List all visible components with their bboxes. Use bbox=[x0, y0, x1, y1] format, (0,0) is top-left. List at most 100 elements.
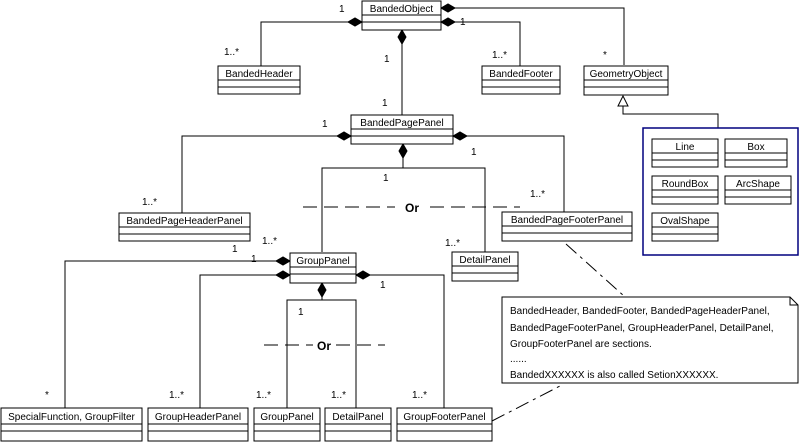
or-label-top: Or bbox=[405, 201, 419, 215]
note-line-4: ...... bbox=[510, 354, 527, 365]
class-special-function[interactable]: SpecialFunction, GroupFilter bbox=[0, 407, 143, 442]
class-name: SpecialFunction, GroupFilter bbox=[8, 412, 135, 423]
multiplicity: 1..* bbox=[530, 189, 545, 200]
class-name: GroupFooterPanel bbox=[403, 412, 485, 423]
class-group-panel[interactable]: GroupPanel bbox=[289, 252, 357, 284]
class-name: BandedObject bbox=[370, 4, 434, 15]
diamond-bpp-footer bbox=[451, 131, 469, 141]
multiplicity: * bbox=[603, 50, 607, 61]
multiplicity: 1 bbox=[383, 173, 389, 184]
multiplicity: 1 bbox=[384, 54, 390, 65]
class-detail-panel-bottom[interactable]: DetailPanel bbox=[324, 407, 392, 442]
note-line-3: GroupFooterPanel are sections. bbox=[510, 339, 652, 350]
class-name: GroupHeaderPanel bbox=[155, 412, 241, 423]
class-name: BandedPageFooterPanel bbox=[511, 215, 623, 226]
class-name: GeometryObject bbox=[590, 69, 663, 80]
class-roundbox[interactable]: RoundBox bbox=[651, 175, 719, 205]
link-bandedobject-bandedfooter bbox=[441, 21, 521, 66]
class-name: DetailPanel bbox=[459, 255, 510, 266]
class-name: GroupPanel bbox=[260, 412, 313, 423]
class-group-footer-panel[interactable]: GroupFooterPanel bbox=[396, 407, 493, 442]
note-connectors bbox=[491, 243, 625, 422]
multiplicity: 1..* bbox=[331, 390, 346, 401]
link-gp-footer bbox=[356, 274, 445, 408]
multiplicity: 1..* bbox=[492, 50, 507, 61]
multiplicity: 1..* bbox=[224, 47, 239, 58]
class-arcshape[interactable]: ArcShape bbox=[724, 175, 792, 205]
or-label-bottom: Or bbox=[317, 339, 331, 353]
geometry-shapes-group: Line Box RoundBox ArcShape OvalShape bbox=[642, 127, 799, 256]
class-name: Line bbox=[676, 142, 695, 153]
multiplicity: 1 bbox=[251, 254, 257, 265]
multiplicity: 1 bbox=[298, 307, 304, 318]
diamond-bpp-header bbox=[335, 131, 353, 141]
multiplicity: * bbox=[45, 390, 49, 401]
link-gp-special bbox=[64, 260, 290, 408]
class-banded-page-header-panel[interactable]: BandedPageHeaderPanel bbox=[118, 212, 251, 242]
class-name: BandedPagePanel bbox=[360, 118, 443, 129]
class-banded-page-panel[interactable]: BandedPagePanel bbox=[350, 114, 454, 145]
multiplicity: 1 bbox=[322, 119, 328, 130]
class-name: BandedFooter bbox=[489, 69, 553, 80]
multiplicity: 1 bbox=[339, 4, 345, 15]
multiplicities: 1 1..* 1 1..* * 1 1 1 1..* 1 1..* 1 1..*… bbox=[45, 4, 607, 401]
class-detail-panel-top[interactable]: DetailPanel bbox=[451, 251, 519, 282]
note-fold bbox=[789, 297, 798, 306]
diamond-bo-header bbox=[346, 17, 364, 27]
diamond-gp-special bbox=[274, 256, 292, 266]
note-link-bpfooter bbox=[565, 243, 625, 297]
diamond-bpp-down bbox=[398, 142, 408, 160]
diamond-gp-down bbox=[317, 281, 327, 299]
multiplicity: 1 bbox=[380, 280, 386, 291]
generalization-geometry-shapes bbox=[622, 106, 719, 128]
multiplicity: 1 bbox=[382, 98, 388, 109]
multiplicity: 1..* bbox=[142, 197, 157, 208]
class-group-panel-child[interactable]: GroupPanel bbox=[253, 407, 321, 442]
multiplicity: 1 bbox=[460, 17, 466, 28]
multiplicity: 1 bbox=[232, 244, 238, 255]
diamond-gp-header bbox=[274, 270, 292, 280]
link-bandedobject-geometryobject bbox=[441, 7, 625, 65]
link-gp-header bbox=[199, 274, 290, 408]
diamond-bo-footer bbox=[439, 17, 457, 27]
link-bpp-bpfooter bbox=[453, 135, 565, 212]
diamond-bo-bpp bbox=[397, 28, 407, 46]
link-gp-or-branch bbox=[286, 299, 357, 408]
class-geometry-object[interactable]: GeometryObject bbox=[583, 65, 669, 96]
class-banded-header[interactable]: BandedHeader bbox=[217, 65, 301, 95]
note-line-2: BandedPageFooterPanel, GroupHeaderPanel,… bbox=[510, 323, 774, 334]
class-group-header-panel[interactable]: GroupHeaderPanel bbox=[147, 407, 249, 442]
class-name: BandedHeader bbox=[225, 69, 293, 80]
link-bpp-bpheader bbox=[181, 135, 351, 213]
diamond-bo-geometry bbox=[439, 3, 457, 13]
multiplicity: 1..* bbox=[169, 390, 184, 401]
class-ovalshape[interactable]: OvalShape bbox=[651, 212, 719, 242]
note-body bbox=[501, 296, 799, 384]
class-line[interactable]: Line bbox=[651, 138, 719, 168]
or-separators bbox=[264, 206, 520, 346]
note-link-gpfooter bbox=[491, 385, 561, 422]
class-banded-object[interactable]: BandedObject bbox=[361, 0, 442, 31]
note-line-5: BandedXXXXXX is also called SetionXXXXXX… bbox=[510, 370, 718, 381]
class-box[interactable]: Box bbox=[724, 138, 788, 168]
inheritance-triangle bbox=[617, 94, 629, 107]
multiplicity: 1..* bbox=[256, 390, 271, 401]
class-banded-page-footer-panel[interactable]: BandedPageFooterPanel bbox=[501, 211, 633, 242]
multiplicity: 1..* bbox=[262, 236, 277, 247]
link-bandedobject-bandedheader bbox=[260, 21, 362, 66]
multiplicity: 1 bbox=[471, 147, 477, 158]
class-name: ArcShape bbox=[736, 179, 780, 190]
class-name: GroupPanel bbox=[296, 256, 349, 267]
multiplicity: 1..* bbox=[445, 238, 460, 249]
link-bpp-or-branch bbox=[321, 167, 486, 252]
class-name: RoundBox bbox=[662, 179, 709, 190]
class-name: BandedPageHeaderPanel bbox=[126, 216, 242, 227]
note: BandedHeader, BandedFooter, BandedPageHe… bbox=[501, 296, 799, 384]
association-lines bbox=[64, 3, 719, 408]
class-banded-footer[interactable]: BandedFooter bbox=[481, 65, 561, 95]
class-name: DetailPanel bbox=[332, 412, 383, 423]
multiplicity: 1..* bbox=[412, 390, 427, 401]
note-line-1: BandedHeader, BandedFooter, BandedPageHe… bbox=[510, 306, 770, 317]
class-name: OvalShape bbox=[660, 216, 710, 227]
